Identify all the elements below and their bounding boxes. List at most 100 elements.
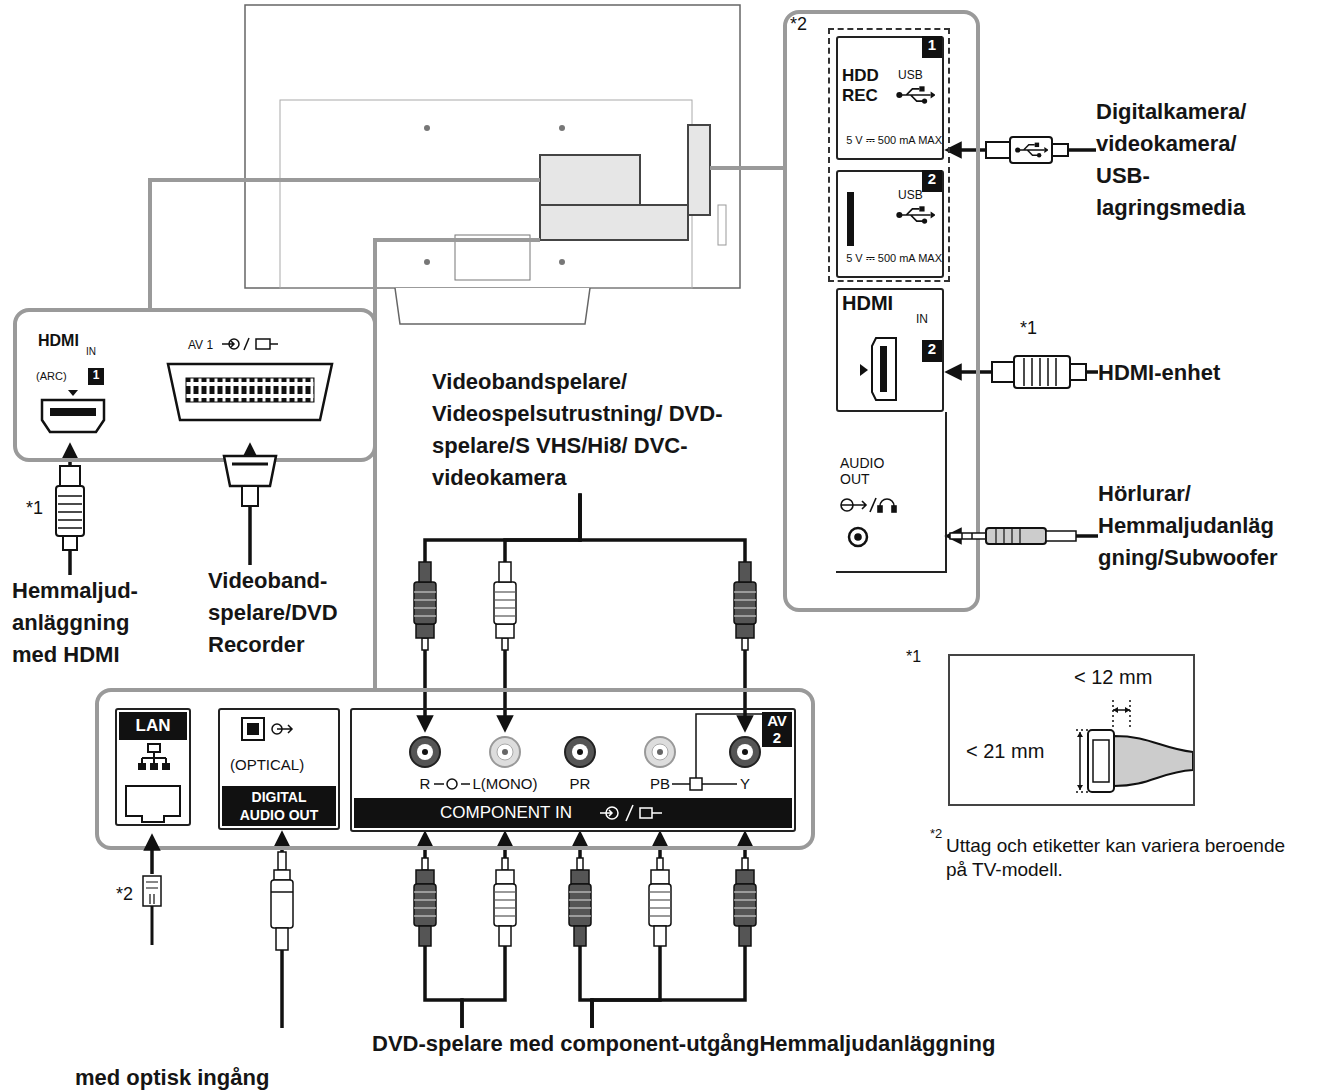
cable-plug bbox=[143, 876, 161, 906]
cable-plug bbox=[414, 899, 436, 900]
device-label: Videobandspelare/ Videospelsutrustning/ … bbox=[432, 366, 742, 494]
port-label: Y bbox=[730, 775, 760, 792]
usb-port: 2USB5 V ⎓ 500 mA MAX bbox=[836, 170, 944, 278]
device-label: HDMI-enhet bbox=[1098, 357, 1220, 389]
scart-socket bbox=[270, 343, 278, 345]
cable-plug bbox=[649, 907, 671, 908]
footnote: Uttag och etiketter kan variera beroende… bbox=[946, 834, 1291, 882]
component-jacks bbox=[565, 737, 595, 767]
tv-back bbox=[688, 125, 710, 215]
audio-out-jack: AUDIO OUT bbox=[836, 455, 944, 555]
connector-arrow bbox=[592, 839, 745, 1028]
cable-plug bbox=[494, 591, 516, 592]
device-label: Videoband- spelare/DVD Recorder bbox=[208, 565, 370, 661]
cable-plug bbox=[422, 638, 428, 650]
cable-plug bbox=[416, 624, 434, 638]
cable-plug bbox=[499, 562, 511, 582]
jack: L(MONO) bbox=[468, 733, 542, 830]
lan-socket bbox=[142, 752, 166, 764]
plug-dimension-figure bbox=[1114, 736, 1193, 786]
cable-plug bbox=[494, 562, 516, 650]
hdmi-socket bbox=[68, 390, 78, 396]
cable-plug bbox=[739, 562, 751, 582]
cable-plug bbox=[502, 858, 508, 870]
hdmi-socket bbox=[50, 408, 96, 416]
cable-plug bbox=[649, 858, 671, 946]
cable-plug bbox=[414, 591, 436, 592]
lan-socket bbox=[139, 764, 145, 769]
component-jacks bbox=[696, 714, 762, 778]
side-plugs bbox=[1052, 144, 1068, 156]
port-label: IN bbox=[86, 346, 96, 357]
device-label: Videobandspelare/ Videospelsutrustning/ … bbox=[432, 366, 742, 494]
component-jacks bbox=[730, 737, 760, 767]
callout-number: *1 bbox=[906, 648, 921, 666]
side-plugs bbox=[986, 528, 1046, 544]
cable-plug bbox=[496, 870, 514, 884]
port-label: HDMI bbox=[38, 332, 79, 350]
audio-out-symbol bbox=[878, 506, 882, 512]
component-jacks bbox=[737, 744, 753, 760]
cable-plug bbox=[649, 899, 671, 900]
device-label: DVD-spelare med component-utgång bbox=[372, 1028, 759, 1060]
cable-plug bbox=[649, 891, 671, 892]
port-label: IN bbox=[916, 312, 928, 326]
hdmi-socket bbox=[872, 338, 896, 400]
audio-out-symbol bbox=[870, 498, 876, 512]
side-plugs bbox=[63, 536, 77, 550]
side-plugs bbox=[1015, 143, 1049, 158]
cable-plug bbox=[569, 891, 591, 892]
usb-symbol bbox=[847, 86, 936, 246]
cable-plug bbox=[569, 899, 591, 900]
panel-divider bbox=[836, 412, 946, 572]
cable-plug bbox=[734, 591, 756, 592]
port-label: PB bbox=[645, 775, 675, 792]
side-plugs bbox=[1070, 364, 1086, 380]
usb-group: *21HDD RECUSB5 V ⎓ 500 mA MAX2USB5 V ⎓ 5… bbox=[828, 28, 950, 282]
usb-symbol bbox=[896, 206, 936, 223]
cable-plug bbox=[657, 858, 663, 870]
component-jacks bbox=[354, 714, 792, 828]
side-plugs bbox=[996, 528, 1020, 544]
port-label: 5 V ⎓ 500 mA MAX bbox=[838, 134, 942, 147]
tv-back bbox=[395, 288, 590, 324]
cable-plug bbox=[734, 607, 756, 608]
port-label: HDD REC bbox=[842, 66, 888, 107]
plug-dimension-figure bbox=[1093, 740, 1109, 782]
device-label: Digitalkamera/ videokamera/ USB- lagring… bbox=[1096, 96, 1282, 224]
component-jacks bbox=[490, 737, 520, 767]
cable-plug bbox=[143, 842, 161, 945]
port-label: AV 2 bbox=[762, 712, 792, 747]
cable-plug bbox=[494, 899, 516, 900]
optical-socket bbox=[277, 725, 292, 733]
device-label: Digitalkamera/ videokamera/ USB- lagring… bbox=[1096, 96, 1282, 224]
usb-symbol bbox=[896, 86, 936, 103]
hdmi-arc-port: HDMIIN(ARC)1 bbox=[30, 330, 116, 442]
component-jacks bbox=[672, 783, 737, 785]
audio-out-symbol bbox=[855, 534, 861, 540]
side-plugs bbox=[1014, 356, 1070, 388]
scart-socket bbox=[256, 339, 270, 349]
cable-plug bbox=[494, 891, 516, 892]
hdmi-port: HDMIIN2 bbox=[836, 288, 944, 412]
port-label: COMPONENT IN bbox=[440, 798, 572, 828]
jack: Y bbox=[730, 733, 760, 830]
tv-back bbox=[280, 100, 692, 288]
device-label: Hemmaljud- anläggning med HDMI bbox=[12, 575, 162, 671]
cable-plug bbox=[494, 884, 516, 926]
component-jacks bbox=[600, 810, 612, 816]
side-plugs bbox=[242, 486, 258, 506]
audio-out-symbol bbox=[841, 498, 896, 546]
cable-plug bbox=[734, 562, 756, 650]
cable-plug bbox=[274, 870, 290, 880]
port-label: 1 bbox=[88, 368, 104, 385]
cable-plug bbox=[419, 926, 431, 946]
port-label: USB bbox=[898, 188, 923, 202]
component-jacks bbox=[577, 749, 583, 755]
tv-back bbox=[245, 5, 740, 288]
hdmi-socket bbox=[42, 400, 104, 432]
usb-symbol bbox=[847, 192, 854, 246]
scart-socket bbox=[168, 338, 332, 420]
connector-panel bbox=[15, 12, 978, 848]
